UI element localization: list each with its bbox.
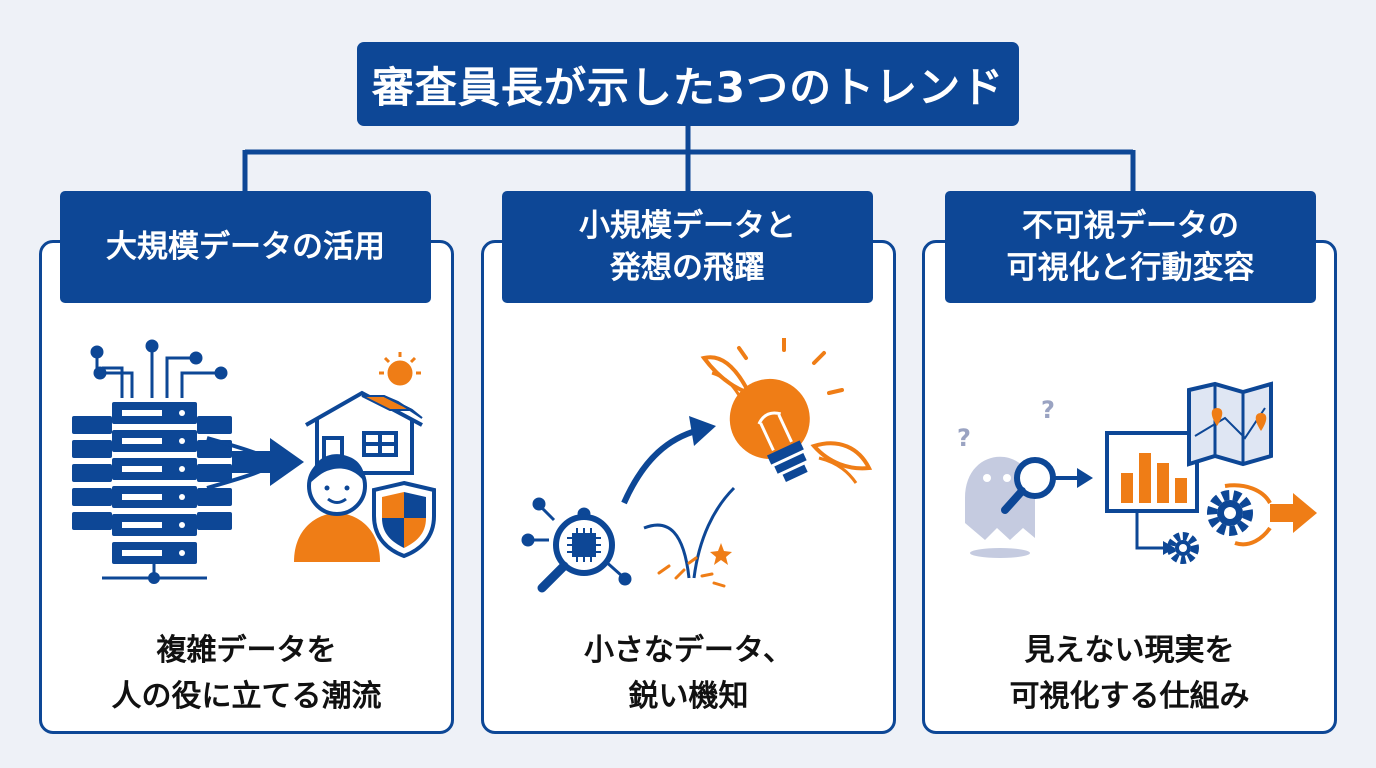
trend-card-small-data: 小さなデータ、 鋭い機知 (481, 240, 896, 734)
trend-caption: 小さなデータ、 鋭い機知 (583, 633, 794, 714)
magnifier-chip-icon (521, 497, 632, 593)
bar-chart-monitor-icon (1105, 431, 1199, 555)
curved-arrow-icon (621, 416, 736, 579)
svg-text:?: ? (957, 424, 971, 452)
server-rack-icon (72, 402, 232, 584)
gears-icon (1167, 483, 1272, 564)
trend-card-large-data: 複雑データを 人の役に立てる潮流 (39, 240, 454, 734)
sparkle-icon (657, 543, 732, 588)
arrow-right-icon (206, 436, 304, 490)
trend-illustration-large-data (42, 338, 451, 592)
trend-caption: 見えない現実を 可視化する仕組み (1009, 633, 1250, 714)
trend-header-invisible-data: 不可視データの 可視化と行動変容 (945, 191, 1316, 303)
trend-header-small-data: 小規模データと 発想の飛躍 (502, 191, 873, 303)
house-solar-icon (305, 390, 423, 475)
winged-lightbulb-icon (700, 336, 873, 484)
network-lines-icon (90, 339, 228, 398)
map-icon (1187, 381, 1273, 467)
person-icon (294, 454, 380, 562)
trend-header-large-data: 大規模データの活用 (60, 191, 431, 303)
arrow-right-icon (1270, 493, 1317, 533)
trend-illustration-small-data (484, 336, 893, 602)
sun-icon (379, 352, 421, 386)
magnifier-icon (1001, 457, 1093, 514)
svg-text:?: ? (1041, 396, 1055, 424)
trend-card-invisible-data: ? ? (922, 240, 1337, 734)
question-mark-icon: ? ? (957, 396, 1055, 452)
shield-icon (372, 480, 436, 559)
trend-caption: 複雑データを 人の役に立てる潮流 (111, 633, 382, 714)
page-title: 審査員長が示した3つのトレンド (357, 42, 1019, 126)
trend-illustration-invisible-data: ? ? (925, 338, 1334, 602)
